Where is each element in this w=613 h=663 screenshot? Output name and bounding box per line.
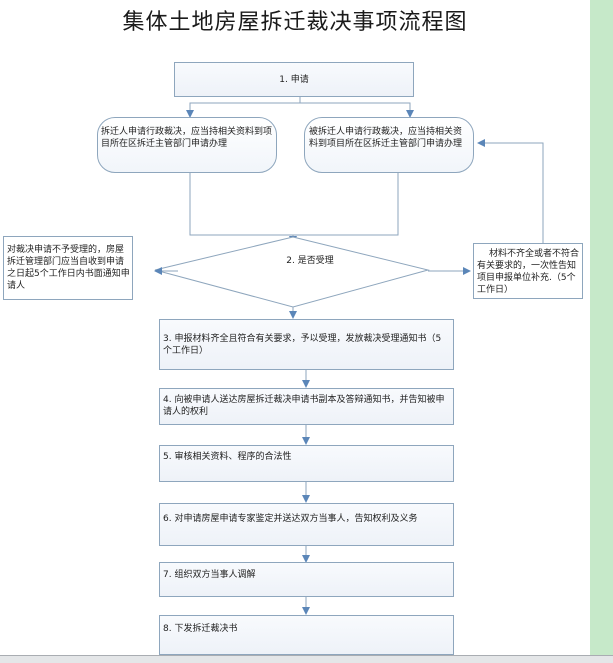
decision-diamond [154,236,430,308]
step7-box: 7. 组织双方当事人调解 [159,562,454,597]
step1-label: 1. 申请 [279,74,309,85]
step2-decision-label: 2. 是否受理 [286,256,334,266]
connector-incomplete-loop [477,139,544,243]
chart-title: 集体土地房屋拆迁裁决事项流程图 [122,10,468,35]
respondent-branch-label: 被拆迁人申请行政裁决，应当持相关资料到项目所在区拆迁主管部门申请办理 [309,127,463,149]
connector-left-branch-merge [189,172,399,236]
respondent-branch-box: 被拆迁人申请行政裁决，应当持相关资料到项目所在区拆迁主管部门申请办理 [304,117,474,173]
step1-box: 1. 申请 [174,62,414,97]
step6-label: 6. 对申请房屋申请专家鉴定并送达双方当事人，告知权利及义务 [163,514,418,524]
step3-label: 3. 申报材料齐全且符合有关要求，予以受理，发放裁决受理通知书（5个工作日） [163,334,442,356]
step8-label: 8. 下发拆迁裁决书 [163,624,238,634]
step4-label: 4. 向被申请人送达房屋拆迁裁决申请书副本及答辩通知书，并告知被申请人的权利 [163,395,445,417]
reject-notice-label: 对裁决申请不予受理的，房屋拆迁管理部门应当自收到申请之日起5个工作日内书面通知申… [7,245,130,291]
step8-box: 8. 下发拆迁裁决书 [159,615,454,655]
step7-label: 7. 组织双方当事人调解 [163,570,256,580]
side-panel-strip [590,0,613,655]
incomplete-notice-box: 材料不齐全或者不符合有关要求的，一次性告知项目申报单位补充.（5个工作日） [473,243,583,299]
step3-box: 3. 申报材料齐全且符合有关要求，予以受理，发放裁决受理通知书（5个工作日） [159,319,454,370]
applicant-branch-box: 拆迁人申请行政裁决，应当持相关资料到项目所在区拆迁主管部门申请办理 [97,117,277,173]
reject-notice-box: 对裁决申请不予受理的，房屋拆迁管理部门应当自收到申请之日起5个工作日内书面通知申… [3,236,133,300]
connector-step1-right [300,102,414,118]
step5-box: 5. 审核相关资料、程序的合法性 [159,445,454,482]
step4-box: 4. 向被申请人送达房屋拆迁裁决申请书副本及答辩通知书，并告知被申请人的权利 [159,388,454,425]
bottom-scrollbar[interactable] [0,655,613,663]
incomplete-notice-label: 材料不齐全或者不符合有关要求的，一次性告知项目申报单位补充.（5个工作日） [477,249,580,295]
step5-label: 5. 审核相关资料、程序的合法性 [163,452,292,462]
connector-step1-split [186,97,301,118]
step6-box: 6. 对申请房屋申请专家鉴定并送达双方当事人，告知权利及义务 [159,503,454,546]
applicant-branch-label: 拆迁人申请行政裁决，应当持相关资料到项目所在区拆迁主管部门申请办理 [101,127,273,149]
